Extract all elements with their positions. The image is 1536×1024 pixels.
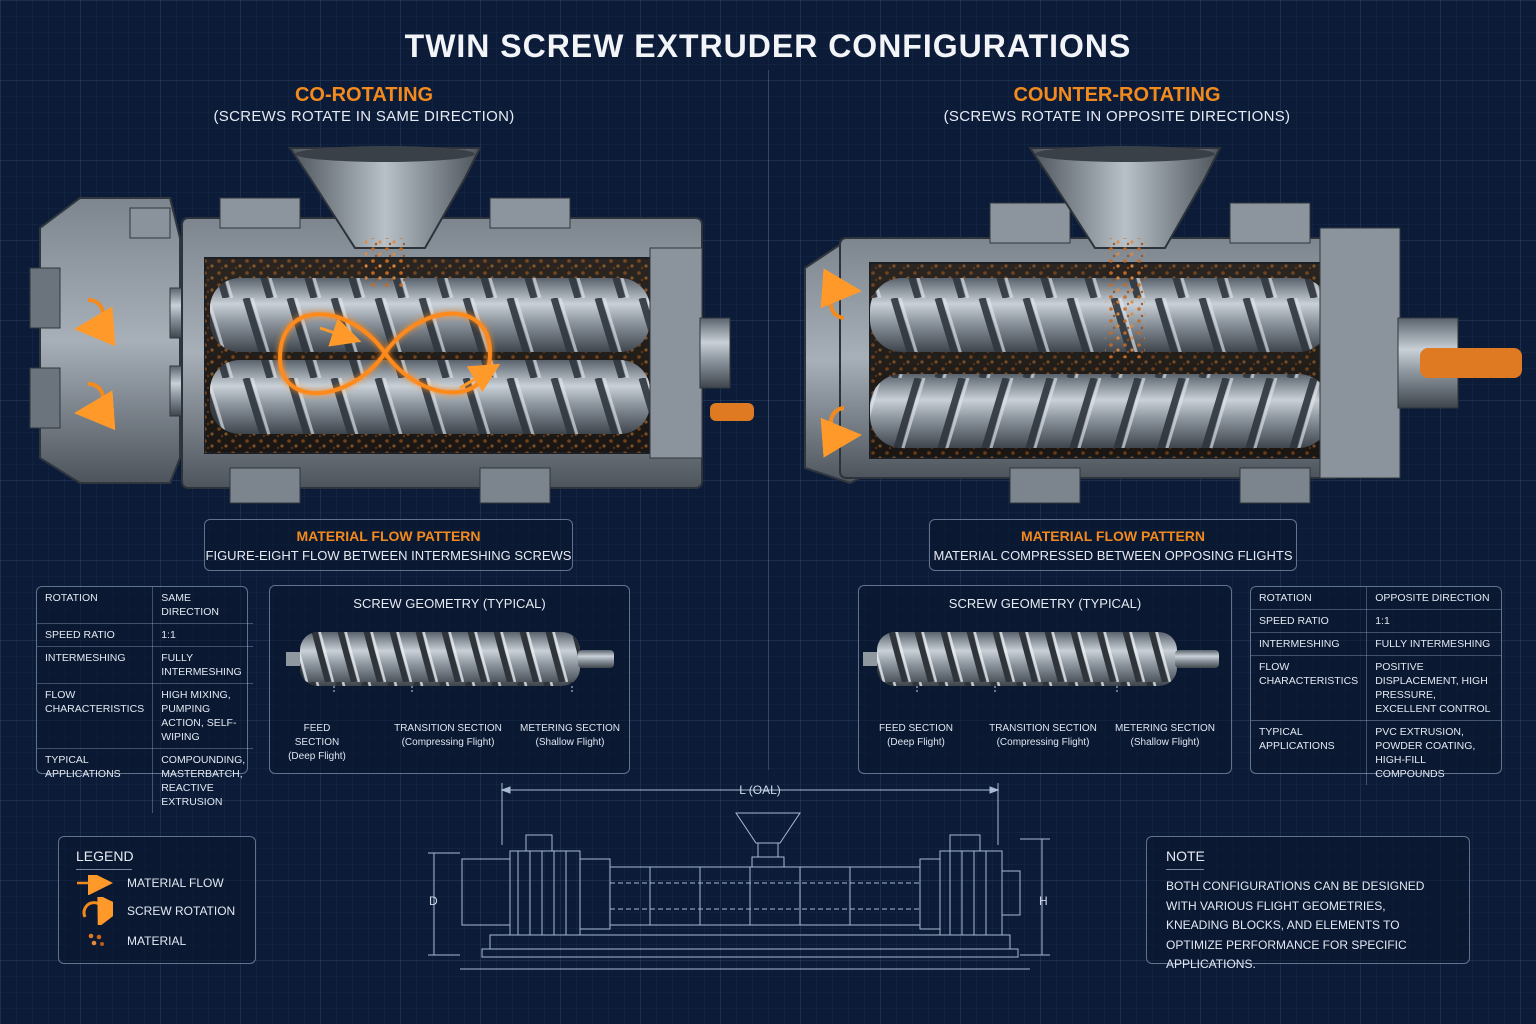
co-rotating-subheading: (SCREWS ROTATE IN SAME DIRECTION) <box>213 108 515 125</box>
spec-value: POSITIVE DISPLACEMENT, HIGH PRESSURE, EX… <box>1366 655 1501 721</box>
diameter-label: D <box>429 894 438 908</box>
spec-value: SAME DIRECTION <box>152 587 254 624</box>
co-flow-heading: MATERIAL FLOW PATTERN <box>296 528 481 544</box>
spec-value: HIGH MIXING, PUMPING ACTION, SELF-WIPING <box>152 683 254 749</box>
counter-rotating-extruder-illustration <box>804 146 1522 504</box>
spec-key: INTERMESHING <box>1251 632 1368 656</box>
counter-rotating-flow-pattern-box: MATERIAL FLOW PATTERN MATERIAL COMPRESSE… <box>929 519 1297 571</box>
counter-feed-section-label: FEED SECTION(Deep Flight) <box>879 723 953 748</box>
co-feed-section-label: FEED SECTION(Deep Flight) <box>288 723 346 762</box>
spec-value: FULLY INTERMESHING <box>1366 632 1501 656</box>
spec-value: 1:1 <box>152 623 254 647</box>
counter-metering-section-label: METERING SECTION(Shallow Flight) <box>1115 723 1216 748</box>
extruder-outline-drawing <box>428 783 1050 970</box>
spec-key: TYPICAL APPLICATIONS <box>1251 720 1368 785</box>
spec-key: FLOW CHARACTERISTICS <box>1251 655 1368 721</box>
spec-key: SPEED RATIO <box>1251 609 1368 633</box>
legend-title: LEGEND <box>76 848 134 864</box>
co-rotating-extruder-illustration <box>29 146 754 504</box>
spec-value: 1:1 <box>1366 609 1501 633</box>
spec-key: ROTATION <box>37 587 154 624</box>
co-rotating-flow-pattern-box: MATERIAL FLOW PATTERN FIGURE-EIGHT FLOW … <box>204 519 573 571</box>
counter-flow-text: MATERIAL COMPRESSED BETWEEN OPPOSING FLI… <box>933 548 1293 563</box>
legend-screw-rotation: SCREW ROTATION <box>127 904 236 918</box>
counter-rotating-subheading: (SCREWS ROTATE IN OPPOSITE DIRECTIONS) <box>943 108 1291 125</box>
counter-rotating-heading: COUNTER-ROTATING <box>1013 84 1221 106</box>
spec-key: ROTATION <box>1251 587 1368 610</box>
spec-value: FULLY INTERMESHING <box>152 646 254 684</box>
co-geometry-title: SCREW GEOMETRY (TYPICAL) <box>353 596 546 611</box>
counter-screw-geometry-panel: SCREW GEOMETRY (TYPICAL) FEED SECTION(De… <box>858 585 1232 774</box>
legend-underline <box>76 869 132 870</box>
center-divider <box>768 70 769 770</box>
note-underline <box>1166 869 1204 870</box>
counter-transition-section-label: TRANSITION SECTION(Compressing Flight) <box>989 723 1097 748</box>
spec-key: INTERMESHING <box>37 646 154 684</box>
counter-screw-drawing <box>863 632 1219 692</box>
spec-value: COMPOUNDING, MASTERBATCH, REACTIVE EXTRU… <box>161 754 246 808</box>
rotation-icon <box>82 897 113 925</box>
co-transition-section-label: TRANSITION SECTION(Compressing Flight) <box>394 723 502 748</box>
legend-material-flow: MATERIAL FLOW <box>127 876 224 890</box>
spec-key: SPEED RATIO <box>37 623 154 647</box>
legend-box: LEGEND MATERIAL FLOW SCREW ROTATION MATE… <box>58 836 256 964</box>
spec-value: OPPOSITE DIRECTION <box>1366 587 1501 610</box>
page-title: TWIN SCREW EXTRUDER CONFIGURATIONS <box>404 28 1132 64</box>
counter-flow-heading: MATERIAL FLOW PATTERN <box>1020 528 1206 544</box>
spec-value: PVC EXTRUSION, POWDER COATING, HIGH-FILL… <box>1375 726 1476 780</box>
co-rotating-heading: CO-ROTATING <box>294 84 434 106</box>
note-box: NOTE BOTH CONFIGURATIONS CAN BE DESIGNED… <box>1146 836 1470 971</box>
height-label: H <box>1039 894 1048 908</box>
note-text: BOTH CONFIGURATIONS CAN BE DESIGNED WITH… <box>1166 879 1425 971</box>
spec-key: TYPICAL APPLICATIONS <box>37 748 154 813</box>
co-screw-geometry-panel: SCREW GEOMETRY (TYPICAL) FEED SECTION(De… <box>269 585 630 774</box>
co-flow-text: FIGURE-EIGHT FLOW BETWEEN INTERMESHING S… <box>205 548 572 563</box>
counter-geometry-title: SCREW GEOMETRY (TYPICAL) <box>948 596 1142 611</box>
co-screw-drawing <box>286 632 614 692</box>
legend-material: MATERIAL <box>127 934 187 948</box>
spec-key: FLOW CHARACTERISTICS <box>37 683 154 749</box>
note-title: NOTE <box>1166 848 1205 864</box>
length-label: L (OAL) <box>739 783 781 797</box>
co-metering-section-label: METERING SECTION(Shallow Flight) <box>520 723 621 748</box>
pellets-icon <box>88 933 104 946</box>
arrow-icon <box>77 875 113 895</box>
